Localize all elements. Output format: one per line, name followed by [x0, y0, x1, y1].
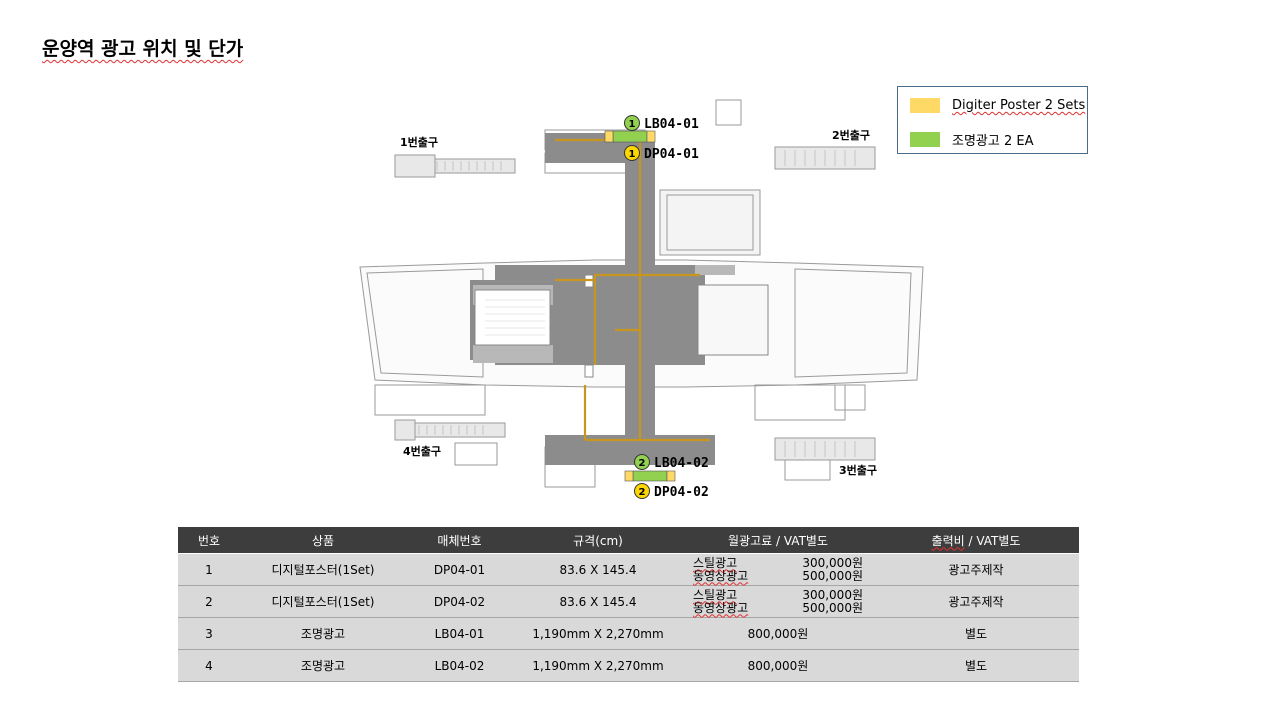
legend-item-lightbox: 조명광고 2 EA — [910, 130, 1033, 149]
pin-code: DP04-02 — [654, 485, 709, 500]
table-row: 1 디지털포스터(1Set) DP04-01 83.6 X 145.4 스틸광고… — [178, 553, 1079, 586]
price-table: 번호 상품 매체번호 규격(cm) 월광고료 / VAT별도 출력비 / VAT… — [178, 527, 1079, 682]
cell-no: 4 — [178, 649, 240, 682]
header-media: 매체번호 — [406, 527, 513, 554]
cell-size: 83.6 X 145.4 — [513, 585, 683, 618]
cell-product: 조명광고 — [240, 617, 406, 650]
cell-output: 별도 — [873, 649, 1079, 682]
legend: Digiter Poster 2 Sets 조명광고 2 EA — [897, 86, 1088, 154]
fee-type: 스틸광고 — [693, 555, 738, 570]
header-no: 번호 — [178, 527, 240, 554]
cell-product: 디지털포스터(1Set) — [240, 553, 406, 586]
legend-item-digital-poster: Digiter Poster 2 Sets — [910, 98, 1085, 113]
header-output-rest: / VAT별도 — [964, 533, 1021, 548]
pin-dp04-01: 1 DP04-01 — [624, 145, 699, 162]
cell-size: 1,190mm X 2,270mm — [513, 649, 683, 682]
cell-product: 디지털포스터(1Set) — [240, 585, 406, 618]
cell-no: 1 — [178, 553, 240, 586]
fee-type: 동영상광고 — [693, 568, 749, 583]
legend-swatch-green — [910, 132, 940, 147]
cell-media: LB04-02 — [406, 649, 513, 682]
fee-price: 500,000원 — [802, 600, 863, 615]
fee-type: 동영상광고 — [693, 600, 749, 615]
exit-label-1: 1번출구 — [400, 135, 438, 149]
pin-number: 1 — [629, 119, 636, 130]
legend-swatch-yellow — [910, 98, 940, 113]
cell-size: 1,190mm X 2,270mm — [513, 617, 683, 650]
cell-product: 조명광고 — [240, 649, 406, 682]
table-row: 2 디지털포스터(1Set) DP04-02 83.6 X 145.4 스틸광고… — [178, 585, 1079, 618]
fee-type: 스틸광고 — [693, 587, 738, 602]
table-header-row: 번호 상품 매체번호 규격(cm) 월광고료 / VAT별도 출력비 / VAT… — [178, 527, 1079, 554]
fee-price: 500,000원 — [802, 568, 863, 583]
cell-media: DP04-02 — [406, 585, 513, 618]
header-output-main: 출력비 — [931, 533, 965, 548]
cell-media: DP04-01 — [406, 553, 513, 586]
fee-price: 300,000원 — [802, 555, 863, 570]
pin-code: LB04-01 — [644, 117, 699, 132]
exit-label-4: 4번출구 — [403, 444, 441, 458]
cell-output: 광고주제작 — [873, 553, 1079, 586]
legend-label: Digiter Poster 2 Sets — [952, 98, 1086, 113]
header-size: 규격(cm) — [513, 527, 683, 554]
header-output-fee: 출력비 / VAT별도 — [873, 527, 1079, 554]
pin-number: 2 — [639, 487, 646, 498]
exit-label-3: 3번출구 — [839, 463, 877, 477]
cell-fee: 스틸광고 300,000원 동영상광고 500,000원 — [683, 553, 873, 586]
pin-dp04-02: 2 DP04-02 — [634, 483, 709, 500]
cell-fee: 800,000원 — [683, 649, 873, 682]
pin-number: 2 — [639, 458, 646, 469]
station-floor-map: 1번출구 2번출구 3번출구 4번출구 1 LB04-01 1 DP04-01 … — [359, 99, 924, 500]
pin-number: 1 — [629, 149, 636, 160]
cell-fee: 800,000원 — [683, 617, 873, 650]
pin-code: DP04-01 — [644, 147, 699, 162]
cell-fee: 스틸광고 300,000원 동영상광고 500,000원 — [683, 585, 873, 618]
cell-output: 별도 — [873, 617, 1079, 650]
cell-output: 광고주제작 — [873, 585, 1079, 618]
exit-label-2: 2번출구 — [832, 128, 870, 142]
cell-size: 83.6 X 145.4 — [513, 553, 683, 586]
pin-lb04-02: 2 LB04-02 — [634, 454, 709, 471]
header-monthly-fee: 월광고료 / VAT별도 — [683, 527, 873, 554]
page-title: 운양역 광고 위치 및 단가 — [42, 38, 244, 60]
header-product: 상품 — [240, 527, 406, 554]
legend-label: 조명광고 2 EA — [952, 134, 1034, 149]
cell-no: 2 — [178, 585, 240, 618]
table-row: 3 조명광고 LB04-01 1,190mm X 2,270mm 800,000… — [178, 617, 1079, 650]
pin-lb04-01: 1 LB04-01 — [624, 115, 699, 132]
fee-price: 300,000원 — [802, 587, 863, 602]
pin-code: LB04-02 — [654, 456, 709, 471]
cell-no: 3 — [178, 617, 240, 650]
table-row: 4 조명광고 LB04-02 1,190mm X 2,270mm 800,000… — [178, 649, 1079, 682]
cell-media: LB04-01 — [406, 617, 513, 650]
